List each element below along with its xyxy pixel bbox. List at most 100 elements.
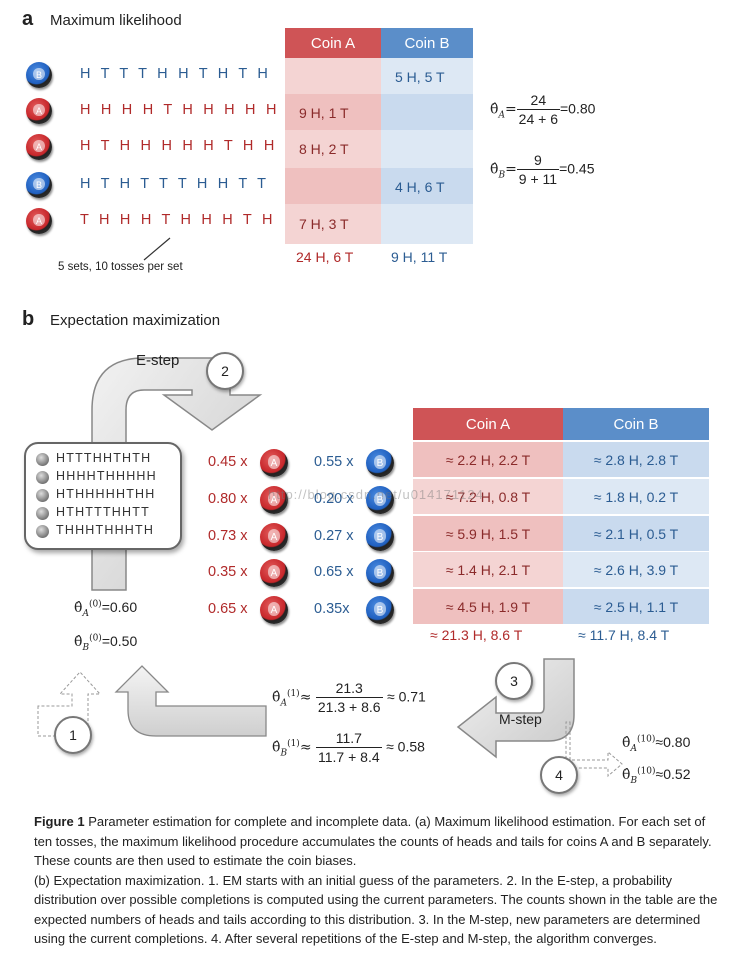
weight-coin-a: 0.45 x (208, 454, 248, 470)
table-b-header-coin-a: Coin A (413, 408, 563, 440)
table-b-cell-coin-a: ≈ 5.9 H, 1.5 T (413, 516, 563, 552)
box-toss-sequence: THHHTHHHTH (56, 523, 155, 537)
table-a-cell-coin-b (381, 130, 473, 168)
panel-a-letter: a (22, 8, 34, 30)
coin-b-icon: B (26, 172, 52, 198)
return-arrow (37, 665, 267, 737)
step-2-badge: 2 (206, 352, 244, 390)
coin-b-icon: B (366, 486, 394, 514)
box-toss-sequence: HTHHHHHTHH (56, 487, 156, 501)
coin-a-icon: A (260, 596, 288, 624)
figure-caption: Figure 1 Parameter estimation for comple… (34, 812, 724, 949)
weight-coin-b: 0.27 x (314, 528, 354, 544)
mstep-label: M-step (499, 711, 542, 727)
coin-b-icon: B (366, 559, 394, 587)
theta-b-final: θ̂B(10)≈0.52 (622, 766, 691, 786)
coin-letter: A (35, 216, 42, 226)
weight-coin-b: 0.65 x (314, 564, 354, 580)
estep-arrow (91, 357, 263, 591)
table-a-cell-coin-a: 8 H, 2 T (285, 130, 381, 168)
estep-label: E-step (136, 352, 180, 369)
sets-note: 5 sets, 10 tosses per set (58, 261, 183, 273)
coin-letter: B (376, 531, 384, 543)
coin-a-icon: A (26, 208, 52, 234)
table-b-cell-coin-a: ≈ 2.2 H, 2.2 T (413, 442, 563, 478)
toss-sequence: H H H H T H H H H H (80, 102, 280, 118)
coin-placeholder-icon (36, 507, 49, 520)
coin-letter: B (35, 70, 42, 80)
table-a-cell-coin-a (285, 58, 381, 96)
coin-a-icon: A (26, 134, 52, 160)
coin-letter: A (270, 457, 278, 469)
watermark: http://blog.csdn.net/u014171124 (268, 487, 484, 502)
table-a-cell-coin-b: 4 H, 6 T (381, 168, 473, 206)
coin-letter: A (35, 106, 42, 116)
table-a-total-coin-a: 24 H, 6 T (296, 249, 354, 265)
caption-label: Figure 1 (34, 814, 85, 829)
panel-a-title: Maximum likelihood (50, 12, 182, 29)
mstep-arrow (456, 658, 575, 759)
coin-b-icon: B (366, 449, 394, 477)
coin-placeholder-icon (36, 489, 49, 502)
coin-placeholder-icon (36, 453, 49, 466)
coin-letter: B (35, 180, 42, 190)
table-b-cell-coin-a: ≈ 1.4 H, 2.1 T (413, 552, 563, 588)
weight-coin-a: 0.65 x (208, 601, 248, 617)
coin-b-icon: B (26, 62, 52, 88)
table-a-total-coin-b: 9 H, 11 T (391, 249, 448, 265)
table-a-header-coin-b: Coin B (381, 28, 473, 58)
coin-a-icon: A (260, 523, 288, 551)
table-b-cell-coin-b: ≈ 2.8 H, 2.8 T (563, 442, 709, 478)
table-a-cell-coin-a (285, 168, 381, 206)
toss-sequence: H T T T H H T H T H (80, 66, 272, 82)
box-toss-sequence: HTHTTTHHTT (56, 505, 150, 519)
step-1-badge: 1 (54, 716, 92, 754)
step-4-badge: 4 (540, 756, 578, 794)
coin-placeholder-icon (36, 525, 49, 538)
table-b-cell-coin-b: ≈ 1.8 H, 0.2 T (563, 479, 709, 515)
weight-coin-a: 0.80 x (208, 491, 248, 507)
table-a-cell-coin-b (381, 94, 473, 132)
weight-coin-a: 0.73 x (208, 528, 248, 544)
coin-letter: A (270, 604, 278, 616)
table-b-cell-coin-a: ≈ 4.5 H, 1.9 T (413, 589, 563, 625)
coin-letter: A (35, 142, 42, 152)
panel-b-letter: b (22, 308, 35, 330)
coin-b-icon: B (366, 596, 394, 624)
step-3-badge: 3 (495, 662, 533, 700)
theta-a-initial: θ̂A(0)=0.60 (74, 599, 138, 619)
table-b-total-coin-a: ≈ 21.3 H, 8.6 T (430, 627, 523, 643)
panel-b-title: Expectation maximization (50, 312, 221, 329)
note-pointer-line (143, 237, 171, 261)
weight-coin-b: 0.35x (314, 601, 350, 617)
coin-a-icon: A (260, 449, 288, 477)
caption-part-a: Parameter estimation for complete and in… (34, 814, 712, 868)
toss-sequence: H T H H H H H T H H (80, 138, 278, 154)
table-a-cell-coin-a: 7 H, 3 T (285, 204, 381, 244)
coin-letter: B (376, 457, 384, 469)
table-b-cell-coin-b: ≈ 2.1 H, 0.5 T (563, 516, 709, 552)
coin-b-icon: B (366, 523, 394, 551)
table-a-cell-coin-b (381, 204, 473, 244)
table-a-cell-coin-b: 5 H, 5 T (381, 58, 473, 96)
coin-a-icon: A (260, 559, 288, 587)
toss-sequence: H T H T T T H H T T (80, 176, 270, 192)
caption-part-b: (b) Expectation maximization. 1. EM star… (34, 872, 718, 947)
coin-letter: B (376, 494, 384, 506)
weight-coin-b: 0.55 x (314, 454, 354, 470)
weight-coin-b: 0.20 x (314, 491, 354, 507)
table-b-total-coin-b: ≈ 11.7 H, 8.4 T (578, 627, 670, 643)
coin-letter: A (270, 567, 278, 579)
sequence-box (24, 442, 182, 550)
theta-b-initial: θ̂B(0)=0.50 (74, 633, 138, 653)
weight-coin-a: 0.35 x (208, 564, 248, 580)
box-toss-sequence: HTTTHHTHTH (56, 451, 152, 465)
coin-placeholder-icon (36, 471, 49, 484)
theta-a-final: θ̂A(10)≈0.80 (622, 734, 691, 754)
table-b-header-coin-b: Coin B (563, 408, 709, 440)
toss-sequence: T H H H T H H H T H (80, 212, 276, 228)
